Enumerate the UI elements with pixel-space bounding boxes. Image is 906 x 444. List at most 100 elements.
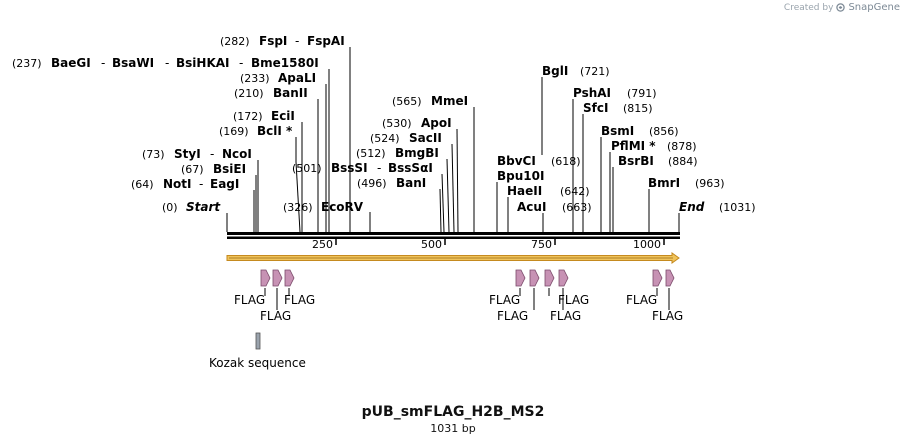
watermark-prefix: Created by xyxy=(783,2,834,13)
kozak-feature[interactable] xyxy=(255,332,261,350)
flag-label: FLAG xyxy=(234,293,265,307)
ruler-label-1000: 1000 xyxy=(633,238,661,251)
site-name-bsiEI: BsiEI xyxy=(213,162,246,176)
site-pos-haeII: (642) xyxy=(560,185,590,198)
kozak-feature-group: Kozak sequence xyxy=(209,332,306,370)
start-pos: (0) xyxy=(162,201,178,214)
site-name-bsrBI: BsrBI xyxy=(618,154,654,168)
flag-feature[interactable] xyxy=(515,269,526,287)
site-name-mmeI: MmeI xyxy=(431,94,468,108)
site-pos-bssSI: (501) xyxy=(292,162,322,175)
site-name-baeGI: BaeGI xyxy=(51,56,91,70)
site-pos-banII: (210) xyxy=(234,87,264,100)
orf-arrow[interactable] xyxy=(226,252,680,264)
plasmid-title-block: pUB_smFLAG_H2B_MS2 1031 bp xyxy=(0,404,906,435)
site-pos-apaLI: (233) xyxy=(240,72,270,85)
site-name-ecoRV: EcoRV xyxy=(321,200,364,214)
site-dash: - xyxy=(101,56,105,70)
flag-leader-lines xyxy=(264,288,670,310)
ruler-label-750: 750 xyxy=(531,238,552,251)
site-name-bmrI: BmrI xyxy=(648,176,680,190)
site-pos-pshAI: (791) xyxy=(627,87,657,100)
site-line-banI xyxy=(439,188,442,233)
site-name-haeII: HaeII xyxy=(507,184,542,198)
ruler-label-500: 500 xyxy=(421,238,442,251)
plasmid-name: pUB_smFLAG_H2B_MS2 xyxy=(361,404,545,420)
snapgene-watermark: Created by SnapGene xyxy=(784,2,900,13)
site-name-bssSaI: BssSαI xyxy=(388,161,433,175)
site-name-bpu10I: Bpu10I xyxy=(497,169,544,183)
site-dash: - xyxy=(239,56,243,70)
site-name-bme1580I: Bme1580I xyxy=(251,56,319,70)
flag-feature[interactable] xyxy=(260,269,271,287)
flag-label: FLAG xyxy=(626,293,657,307)
site-pos-ecoRV: (326) xyxy=(283,201,313,214)
site-name-bclI: BclI * xyxy=(257,124,293,138)
site-pos-bsmI: (856) xyxy=(649,125,679,138)
sequence-backbone xyxy=(227,232,680,239)
site-pos-styI: (73) xyxy=(142,148,165,161)
site-line-bssSI xyxy=(441,173,445,233)
backbone-top-strand xyxy=(227,232,680,235)
site-pos-bbvCI: (618) xyxy=(551,155,581,168)
site-labels: (0) Start (64) NotI - EagI (67) BsiEI (7… xyxy=(12,34,756,214)
site-dash: - xyxy=(199,177,203,191)
site-name-apaLI: ApaLI xyxy=(278,71,316,85)
flag-label: FLAG xyxy=(558,293,589,307)
flag-label: FLAG xyxy=(260,309,291,323)
site-dash: - xyxy=(165,56,169,70)
site-dash: - xyxy=(377,161,381,175)
site-name-bsmI: BsmI xyxy=(601,124,634,138)
site-name-pflMI: PflMI * xyxy=(611,139,656,153)
site-line-bmgBI xyxy=(446,158,450,233)
site-pos-bclI: (169) xyxy=(219,125,249,138)
site-name-styI: StyI xyxy=(174,147,201,161)
site-pos-apoI: (530) xyxy=(382,117,412,130)
site-pos-sacII: (524) xyxy=(370,132,400,145)
flag-feature[interactable] xyxy=(284,269,295,287)
site-name-banII: BanII xyxy=(273,86,308,100)
flag-label: FLAG xyxy=(284,293,315,307)
site-name-bglI: BglI xyxy=(542,64,568,78)
site-pos-fspI: (282) xyxy=(220,35,250,48)
site-name-ncoI: NcoI xyxy=(222,147,252,161)
site-pos-mmeI: (565) xyxy=(392,95,422,108)
site-pos-banI: (496) xyxy=(357,177,387,190)
site-pos-bmrI: (963) xyxy=(695,177,725,190)
site-line-apoI xyxy=(456,128,459,233)
site-name-bsiHKAI: BsiHKAI xyxy=(176,56,230,70)
site-dash: - xyxy=(295,34,299,48)
flag-feature[interactable] xyxy=(665,269,675,287)
site-name-bsaWI: BsaWI xyxy=(112,56,154,70)
backbone-bottom-strand xyxy=(227,236,680,239)
flag-label: FLAG xyxy=(489,293,520,307)
flag-feature[interactable] xyxy=(529,269,540,287)
site-name-apoI: ApoI xyxy=(421,116,452,130)
site-name-bmgBI: BmgBI xyxy=(395,146,439,160)
site-pos-bglI: (721) xyxy=(580,65,610,78)
flag-features xyxy=(260,269,675,287)
ruler: 250 500 750 1000 xyxy=(312,238,665,251)
site-line-sacII xyxy=(451,143,455,233)
site-name-eciI: EciI xyxy=(271,109,295,123)
flag-feature[interactable] xyxy=(652,269,663,287)
site-leader-lines xyxy=(226,47,680,233)
site-line-bclI-b xyxy=(295,161,301,233)
end-label: End xyxy=(679,200,705,214)
site-name-fspI: FspI xyxy=(259,34,287,48)
flag-feature[interactable] xyxy=(558,269,569,287)
watermark-brand: SnapGene xyxy=(848,2,900,13)
flag-label: FLAG xyxy=(497,309,528,323)
site-pos-notI: (64) xyxy=(131,178,154,191)
flag-feature[interactable] xyxy=(272,269,283,287)
site-pos-eciI: (172) xyxy=(233,110,263,123)
site-pos-bmgBI: (512) xyxy=(356,147,386,160)
flag-label: FLAG xyxy=(652,309,683,323)
site-name-acuI: AcuI xyxy=(517,200,546,214)
site-pos-bsrBI: (884) xyxy=(668,155,698,168)
site-name-sacII: SacII xyxy=(409,131,442,145)
flag-feature[interactable] xyxy=(544,269,555,287)
site-name-bssSI: BssSI xyxy=(331,161,368,175)
site-dash: - xyxy=(210,147,214,161)
